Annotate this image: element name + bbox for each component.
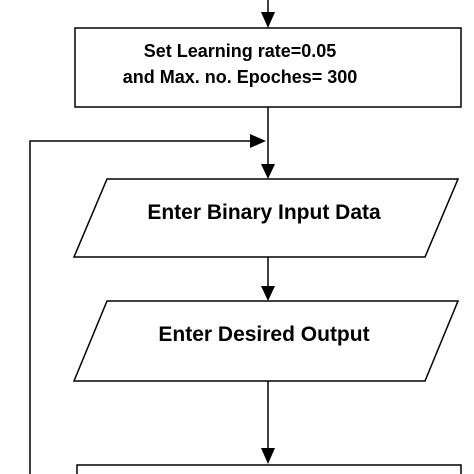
loop-arrowhead [250, 134, 266, 148]
desired-output-parallelogram [72, 300, 460, 382]
binary-input-label: Enter Binary Input Data [147, 201, 381, 224]
process-box [74, 27, 462, 108]
binary-input-parallelogram [72, 178, 460, 258]
input2-arrowhead [261, 286, 275, 301]
process-line-2: and Max. no. Epoches= 300 [122, 67, 358, 87]
desired-output-label: Enter Desired Output [158, 323, 370, 346]
mid-arrowhead [261, 164, 275, 179]
process-box-text: Set Learning rate=0.05 and Max. no. Epoc… [90, 38, 390, 90]
next-box-top-edge [76, 464, 462, 474]
loop-back-line [29, 140, 250, 474]
process-line-1: Set Learning rate=0.05 [143, 41, 337, 61]
bottom-arrowhead [261, 448, 275, 464]
top-arrowhead [261, 12, 275, 28]
